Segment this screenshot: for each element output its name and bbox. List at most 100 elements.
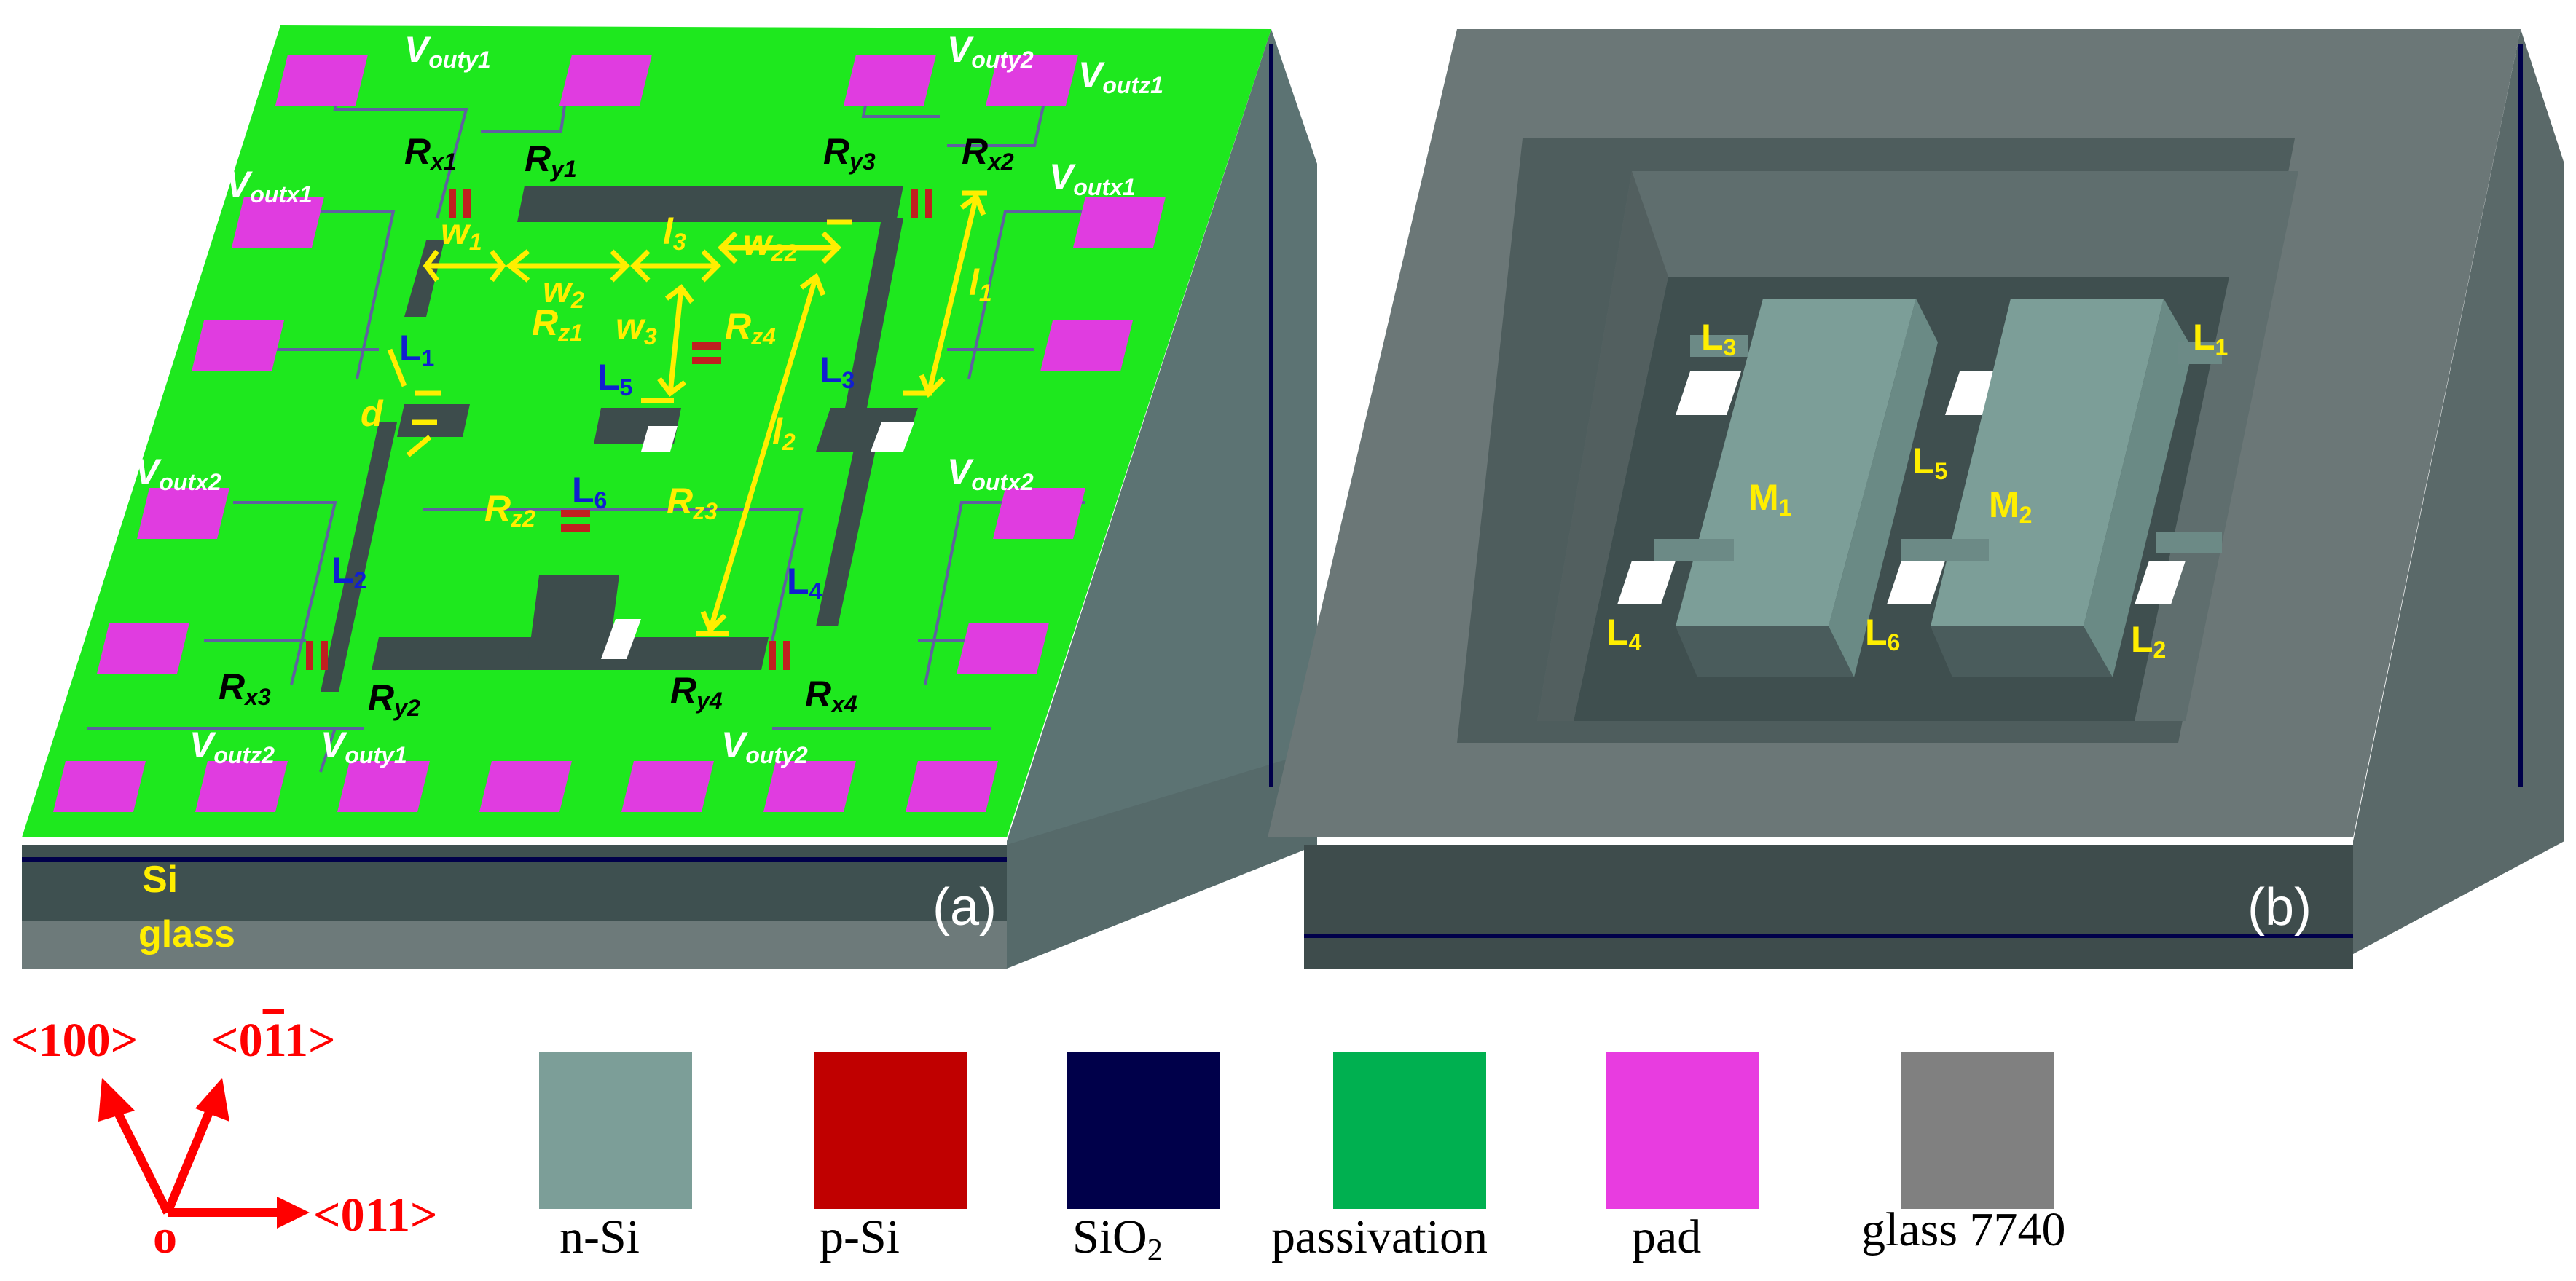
pad bbox=[1040, 320, 1133, 371]
axis-arrow-0bar11 bbox=[163, 1105, 216, 1215]
panel-b-beams bbox=[1654, 335, 2222, 561]
label-rz1: Rz1 bbox=[532, 302, 583, 346]
pad bbox=[232, 197, 324, 248]
panel-a-dimension-arrows bbox=[387, 190, 987, 636]
label-vouty2-bottom: Vouty2 bbox=[721, 725, 808, 768]
label-layer-glass: glass bbox=[138, 913, 235, 955]
pad bbox=[621, 761, 714, 812]
axis-label-0bar11: <011> bbox=[211, 1014, 336, 1067]
label-w22: w22 bbox=[743, 222, 798, 266]
label-voutx1-right: Voutx1 bbox=[1049, 157, 1136, 200]
label-mass-m2: M2 bbox=[1989, 484, 2032, 528]
mass-m1-front bbox=[1676, 626, 1854, 677]
mass-m2-side bbox=[2084, 299, 2193, 677]
label-rx2: Rx2 bbox=[962, 131, 1014, 175]
pad bbox=[844, 55, 936, 106]
panel-a-pads bbox=[53, 55, 1166, 812]
label-w3: w3 bbox=[616, 306, 657, 350]
crystal-axes: o <100> <011> <011> bbox=[11, 1014, 438, 1264]
label-beam-L6-b: L6 bbox=[1865, 612, 1900, 655]
panel-a-piezoresistors bbox=[306, 189, 932, 670]
label-rx4: Rx4 bbox=[805, 674, 857, 717]
label-w1: w1 bbox=[441, 211, 482, 255]
legend-swatch-sio2 bbox=[1067, 1052, 1220, 1209]
panel-a-trenches bbox=[321, 186, 918, 692]
panel-a: Vouty1 Vouty2 Voutz1 Voutx1 Voutx1 Voutx… bbox=[22, 25, 1317, 969]
pad bbox=[479, 761, 572, 812]
label-ry3: Ry3 bbox=[823, 131, 876, 175]
label-beam-L3-a: L3 bbox=[820, 350, 855, 393]
pad bbox=[275, 55, 368, 106]
label-l1-dim: l1 bbox=[969, 262, 992, 306]
pad bbox=[763, 761, 856, 812]
legend-swatch-passivation bbox=[1333, 1052, 1486, 1209]
label-rz4: Rz4 bbox=[725, 306, 776, 350]
label-beam-L4-b: L4 bbox=[1606, 612, 1642, 655]
panel-a-front-si-face bbox=[22, 845, 1007, 921]
axis-arrowhead-0bar11 bbox=[195, 1078, 229, 1122]
label-rx1: Rx1 bbox=[404, 131, 457, 175]
axis-arrow-100 bbox=[111, 1105, 172, 1215]
panel-a-front-glass-face bbox=[22, 921, 1007, 969]
panel-b-tag: (b) bbox=[2247, 878, 2312, 937]
legend-label-passivation: passivation bbox=[1271, 1210, 1488, 1264]
mass-m1-side bbox=[1829, 299, 1938, 677]
label-rz2: Rz2 bbox=[484, 488, 535, 532]
panel-a-right-face bbox=[1007, 29, 1317, 954]
label-ry4: Ry4 bbox=[670, 670, 723, 714]
panel-b: L1 L2 L3 L4 L5 L6 M1 M2 (b) bbox=[1268, 29, 2564, 969]
label-ry1: Ry1 bbox=[525, 138, 577, 182]
legend-swatch-pad bbox=[1606, 1052, 1759, 1209]
label-ry2: Ry2 bbox=[368, 677, 420, 721]
label-beam-L6-a: L6 bbox=[572, 470, 607, 513]
mass-m2-front bbox=[1931, 626, 2113, 677]
legend-swatch-n-si bbox=[539, 1052, 692, 1209]
legend-label-glass: glass 7740 bbox=[1861, 1203, 2066, 1256]
panel-b-cavity-side-left bbox=[1537, 171, 1668, 721]
pad bbox=[53, 761, 146, 812]
label-voutx2-right: Voutx2 bbox=[947, 452, 1034, 495]
panel-b-front-face bbox=[1304, 845, 2353, 969]
legend-label-sio2: SiO2 bbox=[1072, 1210, 1163, 1267]
label-l2-dim: l2 bbox=[772, 411, 796, 455]
material-legend: n-Si p-Si SiO2 passivation pad glass 774… bbox=[539, 1052, 2066, 1267]
label-beam-L1-a: L1 bbox=[399, 328, 434, 371]
axis-arrowhead-100 bbox=[98, 1078, 135, 1122]
pad bbox=[559, 55, 652, 106]
pad bbox=[337, 761, 430, 812]
label-voutx1-left: Voutx1 bbox=[226, 164, 313, 208]
pad bbox=[192, 320, 284, 371]
pad bbox=[957, 623, 1049, 674]
label-mass-m1: M1 bbox=[1748, 477, 1791, 521]
mass-m1-top bbox=[1676, 299, 1916, 626]
pad bbox=[195, 761, 288, 812]
pad bbox=[137, 488, 229, 539]
panel-b-right-face bbox=[2353, 29, 2564, 954]
label-l3-dim: l3 bbox=[663, 211, 686, 255]
label-beam-L5-b: L5 bbox=[1912, 441, 1947, 484]
legend-label-n-si: n-Si bbox=[559, 1210, 640, 1264]
label-beam-L2-a: L2 bbox=[331, 550, 366, 594]
axis-origin-label: o bbox=[153, 1210, 177, 1264]
panel-a-openings bbox=[601, 422, 914, 659]
label-vouty1-bottom: Vouty1 bbox=[321, 725, 407, 768]
pad bbox=[97, 623, 189, 674]
legend-swatch-p-si bbox=[814, 1052, 967, 1209]
pad bbox=[906, 761, 998, 812]
label-voutz1: Voutz1 bbox=[1078, 55, 1163, 98]
label-vouty2-top: Vouty2 bbox=[947, 29, 1034, 73]
panel-a-tag: (a) bbox=[932, 878, 997, 937]
label-beam-L5-a: L5 bbox=[597, 357, 632, 401]
legend-swatch-glass bbox=[1901, 1052, 2054, 1209]
label-voutz2: Voutz2 bbox=[189, 725, 275, 768]
axis-label-100: <100> bbox=[11, 1014, 138, 1067]
pad bbox=[993, 488, 1085, 539]
label-voutx2-left: Voutx2 bbox=[135, 452, 221, 495]
axis-label-011: <011> bbox=[313, 1189, 438, 1242]
label-beam-L1-b: L1 bbox=[2193, 317, 2228, 360]
label-vouty1-top: Vouty1 bbox=[404, 29, 491, 73]
label-rx3: Rx3 bbox=[219, 666, 271, 710]
pad bbox=[986, 55, 1078, 106]
label-rz3: Rz3 bbox=[667, 481, 718, 524]
